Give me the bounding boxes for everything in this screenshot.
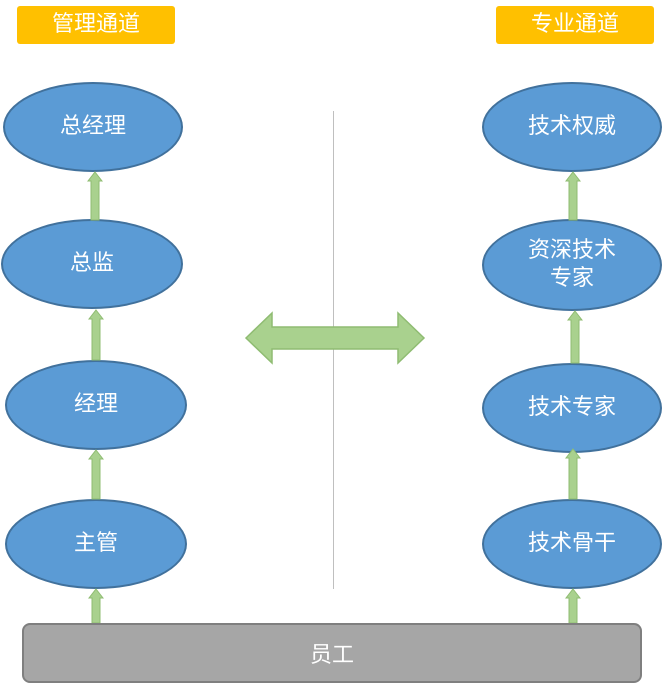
- node-label: 总监: [69, 251, 114, 276]
- professional-track-header: 专业通道: [496, 6, 654, 44]
- node-director: 总监: [1, 219, 183, 309]
- node-label: 技术专家: [527, 395, 616, 420]
- up-arrow-icon: [565, 171, 581, 221]
- node-label: 技术骨干: [527, 531, 616, 556]
- bidirectional-arrow-icon: [244, 311, 426, 369]
- node-manager: 经理: [5, 360, 187, 450]
- up-arrow-icon: [565, 448, 581, 500]
- node-technical-backbone: 技术骨干: [482, 499, 662, 589]
- node-senior-technical-expert: 资深技术 专家: [482, 219, 662, 311]
- node-label: 技术权威: [527, 114, 616, 139]
- node-label: 总经理: [59, 114, 126, 139]
- node-supervisor: 主管: [5, 499, 187, 589]
- node-technical-expert: 技术专家: [482, 363, 662, 453]
- up-arrow-icon: [88, 309, 104, 361]
- up-arrow-icon: [567, 310, 583, 364]
- node-label: 主管: [73, 531, 118, 556]
- up-arrow-icon: [565, 588, 581, 624]
- node-general-manager: 总经理: [3, 82, 183, 172]
- up-arrow-icon: [88, 449, 104, 500]
- center-divider: [333, 111, 334, 589]
- up-arrow-icon: [87, 171, 103, 221]
- management-track-header: 管理通道: [17, 6, 175, 44]
- employee-label: 员工: [309, 643, 354, 668]
- up-arrow-icon: [88, 588, 104, 624]
- node-label-line1: 资深技术: [527, 238, 616, 263]
- node-label: 经理: [73, 392, 118, 417]
- node-technical-authority: 技术权威: [482, 82, 662, 172]
- employee-base-bar: 员工: [22, 623, 642, 683]
- node-label-line2: 专家: [549, 266, 594, 291]
